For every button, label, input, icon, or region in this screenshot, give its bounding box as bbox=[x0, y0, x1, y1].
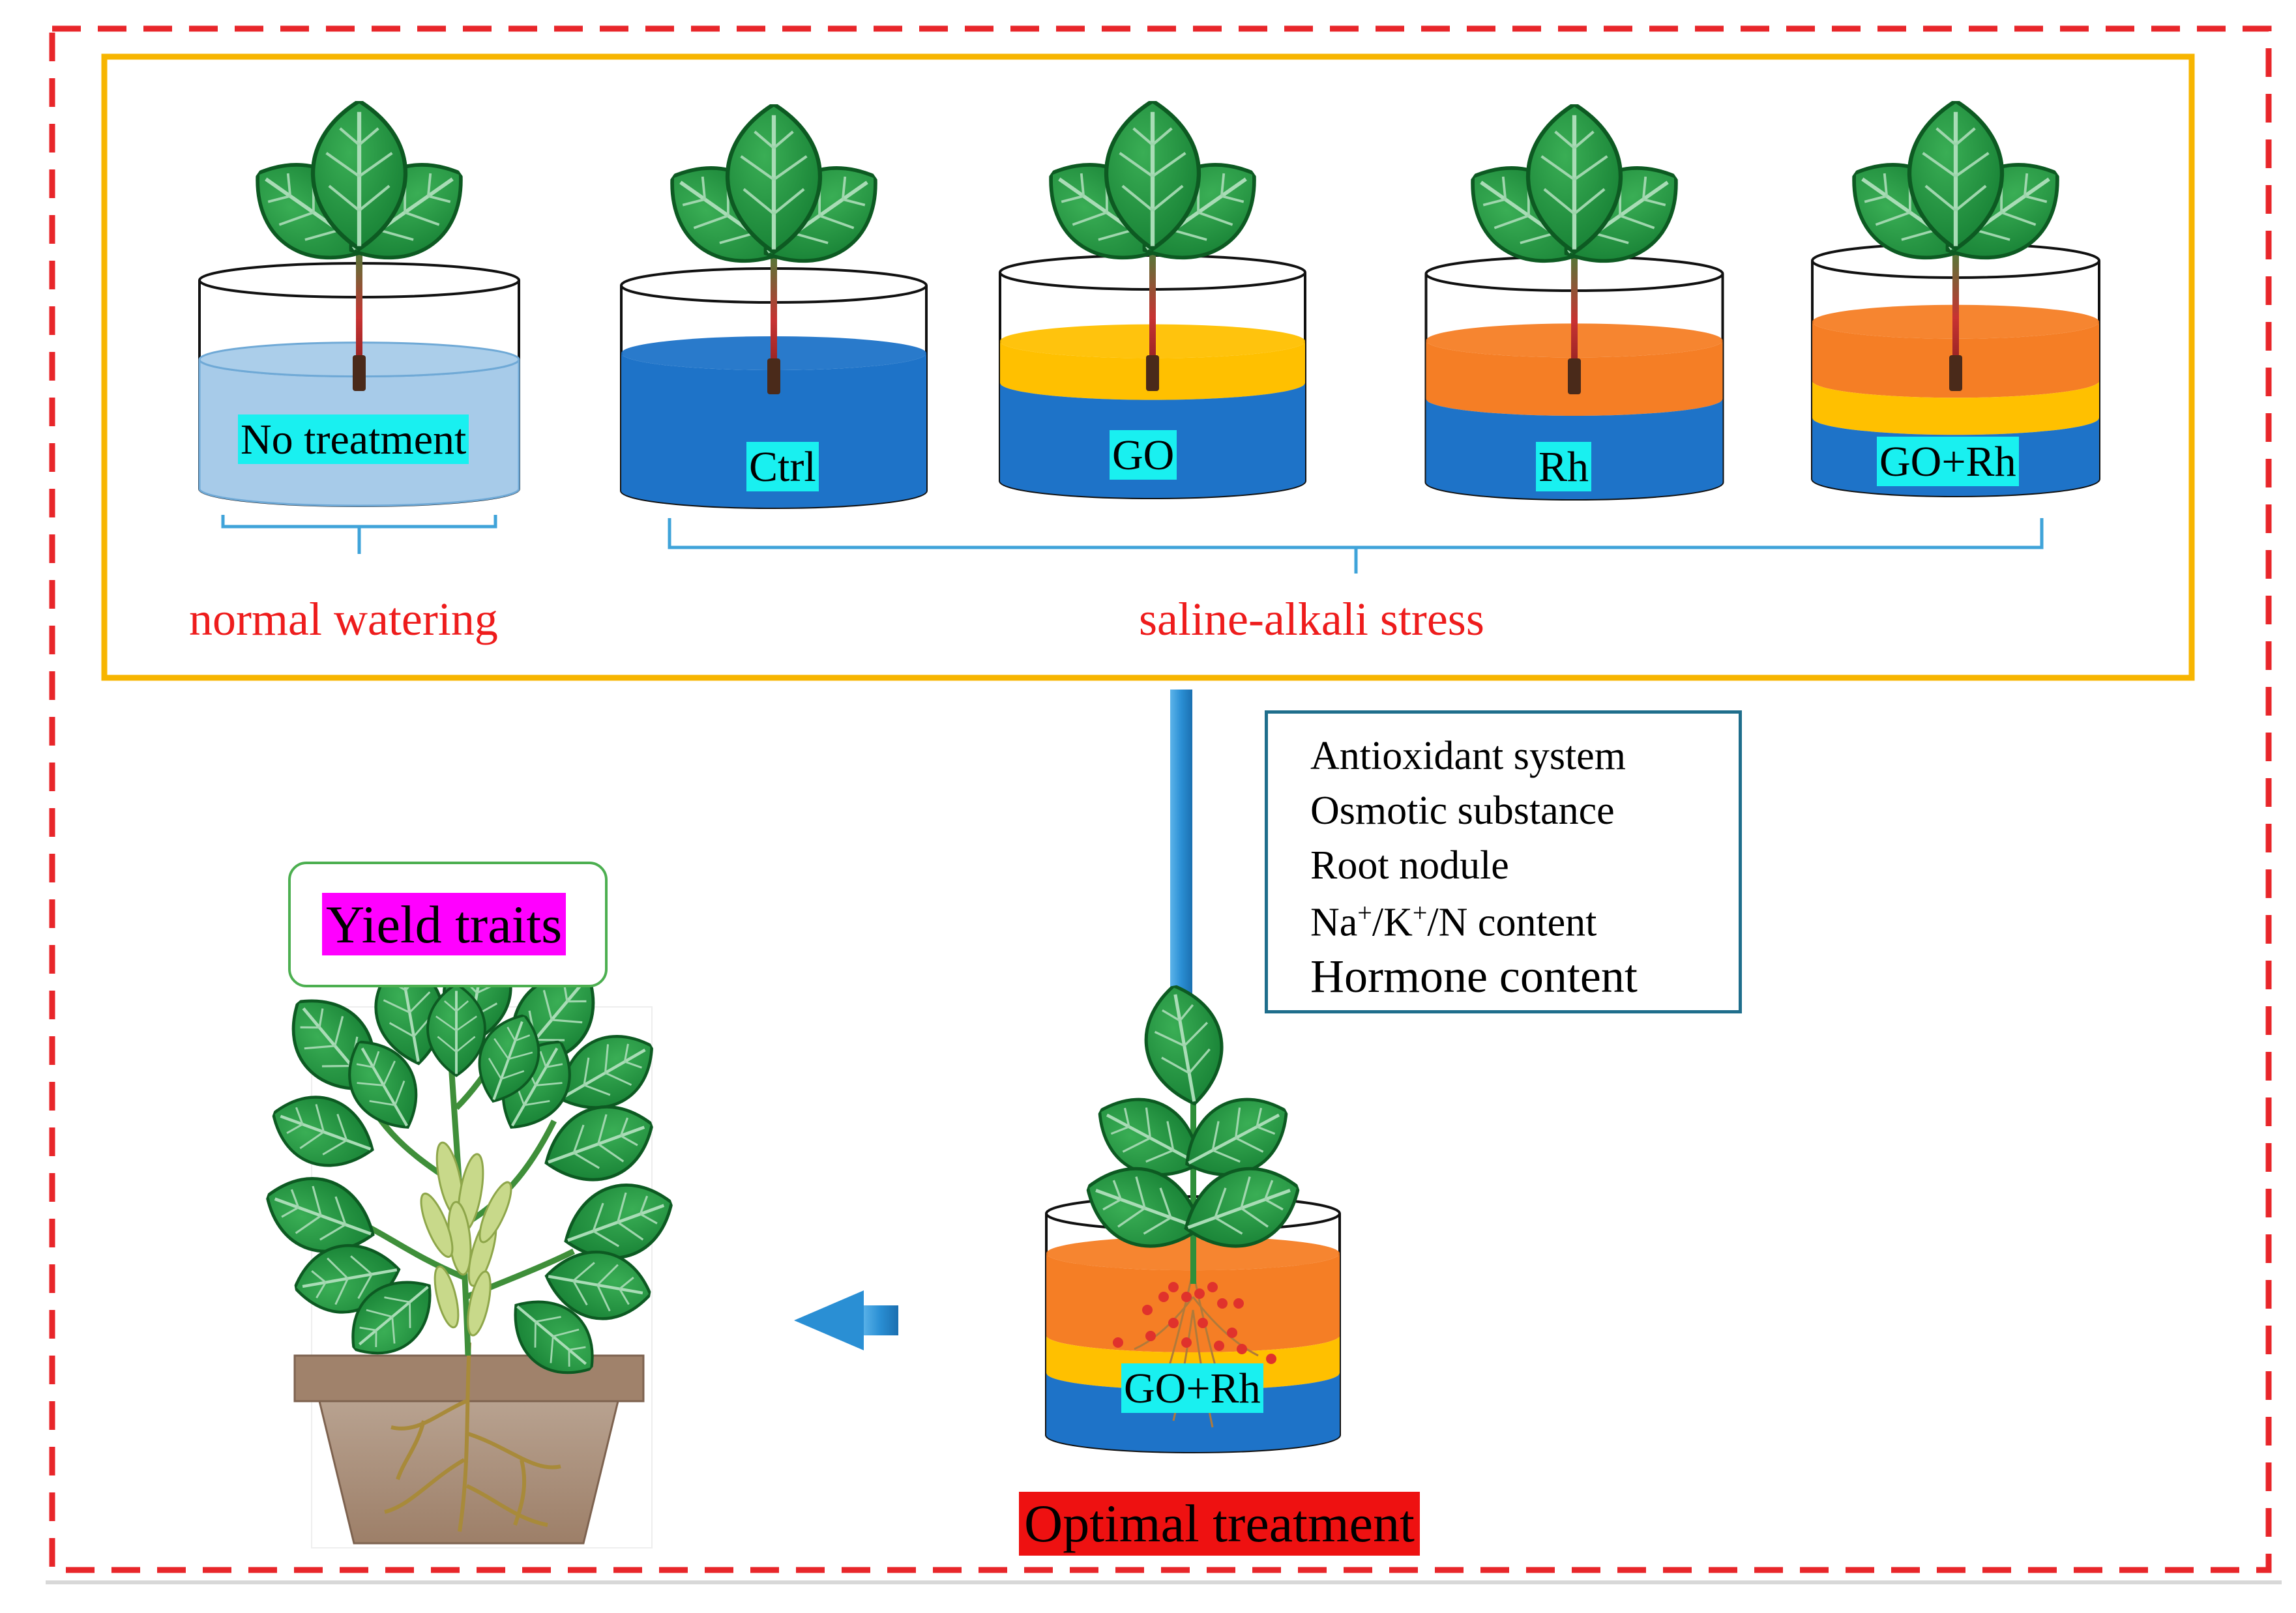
optimal-pot bbox=[1045, 980, 1341, 1453]
fill-layer bbox=[621, 353, 926, 508]
stem bbox=[1190, 1069, 1196, 1284]
stem bbox=[1571, 235, 1578, 391]
ion-plus-2: + bbox=[1412, 898, 1428, 927]
stem bbox=[1952, 231, 1959, 388]
ion-plus-1: + bbox=[1357, 898, 1372, 927]
nodule bbox=[1217, 1298, 1228, 1309]
down-arrow bbox=[1155, 690, 1207, 1038]
normal-watering-label: normal watering bbox=[189, 593, 498, 645]
pot-label-go-rh: GO+Rh bbox=[1877, 437, 2019, 486]
stem-base bbox=[1949, 355, 1962, 391]
seedling bbox=[649, 104, 900, 394]
ion-content-text: Na+/K+/N content bbox=[1310, 897, 1597, 946]
measured-indices-box: Antioxidant system Osmotic substance Roo… bbox=[1265, 710, 1742, 1013]
optimal-bucket bbox=[1045, 1195, 1341, 1453]
nodule bbox=[1237, 1344, 1247, 1354]
nodule bbox=[1181, 1292, 1192, 1302]
yield-traits-box: Yield traits bbox=[288, 862, 608, 987]
nodule bbox=[1145, 1331, 1156, 1341]
pot-1 bbox=[620, 267, 928, 509]
seedling bbox=[234, 101, 485, 391]
stem-base bbox=[1568, 358, 1581, 394]
optimal-pot-label: GO+Rh bbox=[1121, 1363, 1263, 1413]
osmotic-substance-text: Osmotic substance bbox=[1310, 789, 1615, 833]
stem bbox=[356, 231, 362, 388]
fill-layer bbox=[1046, 1253, 1340, 1352]
nodule bbox=[1168, 1282, 1179, 1292]
nodule bbox=[1233, 1298, 1244, 1309]
root-nodule-text: Root nodule bbox=[1310, 843, 1509, 888]
nodule bbox=[1181, 1337, 1192, 1348]
pot-label-rh: Rh bbox=[1536, 442, 1592, 491]
nodule bbox=[1168, 1318, 1179, 1328]
nodule bbox=[1214, 1341, 1224, 1351]
outer-frame bbox=[49, 25, 2272, 1573]
antioxidant-system-text: Antioxidant system bbox=[1310, 734, 1626, 778]
nodule bbox=[1227, 1328, 1237, 1338]
seedling bbox=[1449, 104, 1700, 394]
hormone-content-text: Hormone content bbox=[1310, 950, 1638, 1002]
ion-na: Na bbox=[1310, 900, 1358, 945]
saline-alkali-bracket bbox=[668, 518, 2044, 574]
stem-base bbox=[1146, 355, 1159, 391]
stem bbox=[771, 235, 777, 391]
nodule bbox=[1198, 1318, 1208, 1328]
optimal-treatment-label: Optimal treatment bbox=[1019, 1492, 1420, 1556]
ion-k: /K bbox=[1372, 900, 1413, 945]
ion-rest: /N content bbox=[1427, 900, 1597, 945]
pot-label-no-treatment: No treatment bbox=[238, 414, 469, 464]
treatments-panel bbox=[101, 53, 2195, 681]
stem-base bbox=[767, 358, 780, 394]
seedling bbox=[1027, 101, 1278, 391]
normal-watering-bracket bbox=[221, 515, 497, 554]
nodule bbox=[1142, 1305, 1153, 1315]
root bbox=[1134, 1296, 1194, 1350]
yield-traits-label: Yield traits bbox=[322, 893, 567, 955]
nodule bbox=[1158, 1292, 1169, 1302]
stem bbox=[1149, 231, 1156, 388]
seedling bbox=[1831, 101, 2082, 391]
pot-label-go: GO bbox=[1110, 430, 1177, 480]
nodule bbox=[1207, 1282, 1218, 1292]
fill-layer bbox=[1046, 1335, 1340, 1390]
stem-base bbox=[353, 355, 366, 391]
left-arrow bbox=[794, 1290, 898, 1350]
pot-label-ctrl: Ctrl bbox=[746, 442, 819, 491]
nodule bbox=[1266, 1354, 1276, 1364]
leaf-icon bbox=[1137, 980, 1231, 1111]
soybean-plant-illustration bbox=[255, 934, 684, 1548]
fill-layer bbox=[1812, 381, 2099, 435]
nodule bbox=[1113, 1337, 1123, 1348]
nodule bbox=[1194, 1288, 1205, 1299]
root bbox=[1192, 1296, 1259, 1357]
saline-alkali-stress-label: saline-alkali stress bbox=[1139, 593, 1484, 645]
